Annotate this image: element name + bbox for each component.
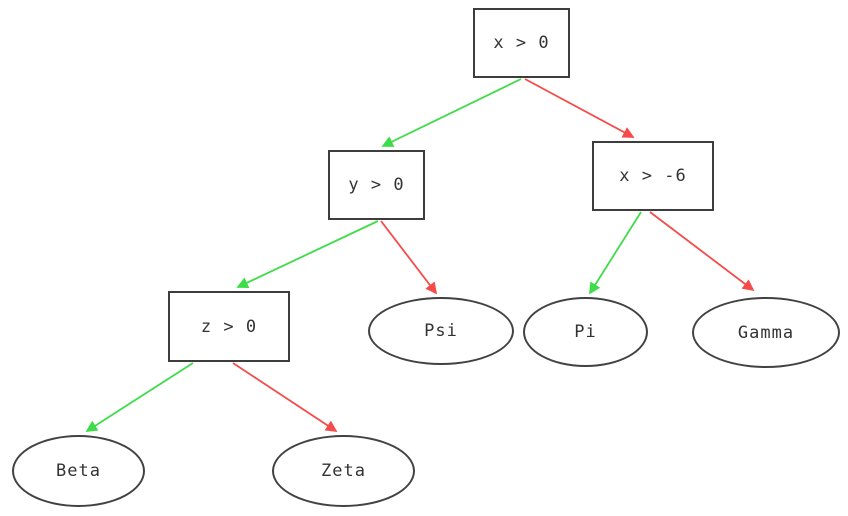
leaf-psi: Psi bbox=[368, 297, 514, 365]
node-x-gt-neg6: x > -6 bbox=[592, 141, 714, 211]
edge-x6-to-pi bbox=[589, 211, 642, 295]
node-x-gt-0: x > 0 bbox=[473, 8, 570, 78]
edge-y-to-z bbox=[236, 220, 379, 289]
edge-z-to-beta bbox=[85, 362, 194, 432]
edge-z-to-zeta bbox=[232, 362, 338, 432]
leaf-gamma: Gamma bbox=[692, 297, 840, 368]
edge-y-to-psi bbox=[380, 220, 438, 295]
leaf-pi: Pi bbox=[523, 297, 648, 367]
node-z-gt-0: z > 0 bbox=[168, 291, 290, 362]
leaf-beta: Beta bbox=[12, 435, 145, 507]
edge-root-to-y bbox=[381, 78, 522, 147]
leaf-zeta: Zeta bbox=[272, 435, 415, 507]
node-y-gt-0: y > 0 bbox=[328, 150, 425, 220]
edge-root-to-x6 bbox=[524, 78, 635, 138]
edge-x6-to-gamma bbox=[649, 211, 755, 292]
